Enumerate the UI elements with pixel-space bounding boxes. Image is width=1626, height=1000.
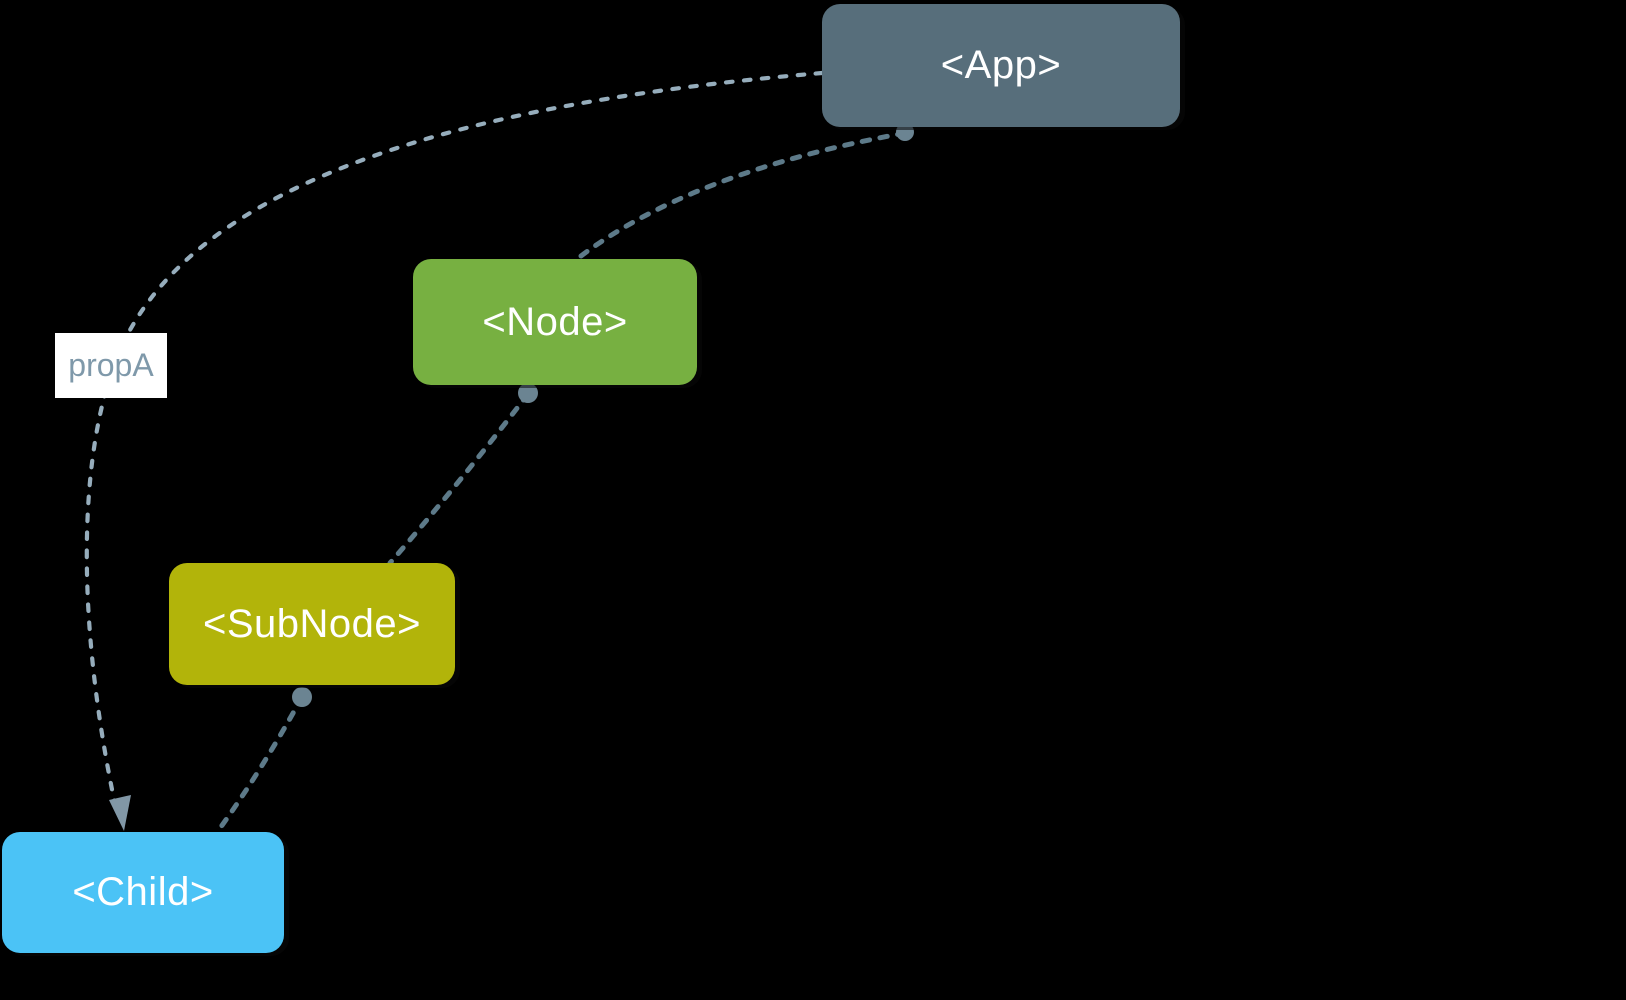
node-box-node: <Node> bbox=[413, 259, 697, 385]
connector-dot-subnode bbox=[292, 687, 312, 707]
connector-dot-node bbox=[518, 383, 538, 403]
node-box-subnode: <SubNode> bbox=[169, 563, 455, 685]
edge-label-propa: propA bbox=[55, 333, 167, 398]
node-label-app: <App> bbox=[940, 43, 1062, 87]
node-label-node: <Node> bbox=[482, 299, 628, 344]
edge-app-to-node bbox=[574, 130, 908, 262]
edge-node-to-subnode bbox=[387, 391, 531, 566]
edge-subnode-to-child bbox=[215, 694, 305, 834]
arrowhead-into-child bbox=[109, 795, 131, 831]
edge-app-to-child-propa bbox=[84, 70, 825, 821]
node-box-child: <Child> bbox=[2, 832, 284, 953]
node-label-child: <Child> bbox=[72, 870, 214, 914]
node-label-subnode: <SubNode> bbox=[202, 601, 421, 646]
node-box-app: <App> bbox=[822, 4, 1180, 127]
edge-label-propa-text: propA bbox=[68, 347, 154, 383]
connector-dot-app bbox=[896, 123, 914, 141]
